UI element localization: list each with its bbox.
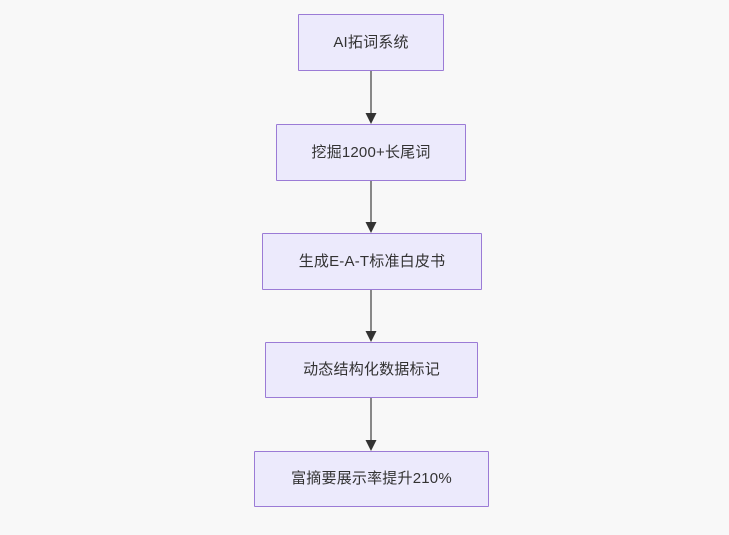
flow-node-label: 生成E-A-T标准白皮书 [298,252,446,270]
flow-node-mine-longtail-keywords[interactable]: 挖掘1200+长尾词 [276,124,466,181]
edge-node1-to-node2 [365,181,377,233]
edge-node0-to-node1 [365,71,377,124]
flow-node-generate-eat-whitepaper[interactable]: 生成E-A-T标准白皮书 [262,233,482,290]
flow-node-dynamic-structured-data-markup[interactable]: 动态结构化数据标记 [265,342,478,398]
flow-node-label: 动态结构化数据标记 [303,361,440,378]
edge-node2-to-node3 [365,290,377,342]
flow-node-label: 挖掘1200+长尾词 [311,143,431,161]
flow-node-label: 富摘要展示率提升210% [291,470,452,487]
flow-node-ai-keyword-system[interactable]: AI拓词系统 [298,14,444,71]
flow-node-rich-snippet-impression-uplift[interactable]: 富摘要展示率提升210% [254,451,489,507]
flow-node-label: AI拓词系统 [333,33,409,51]
edge-node3-to-node4 [365,398,377,451]
